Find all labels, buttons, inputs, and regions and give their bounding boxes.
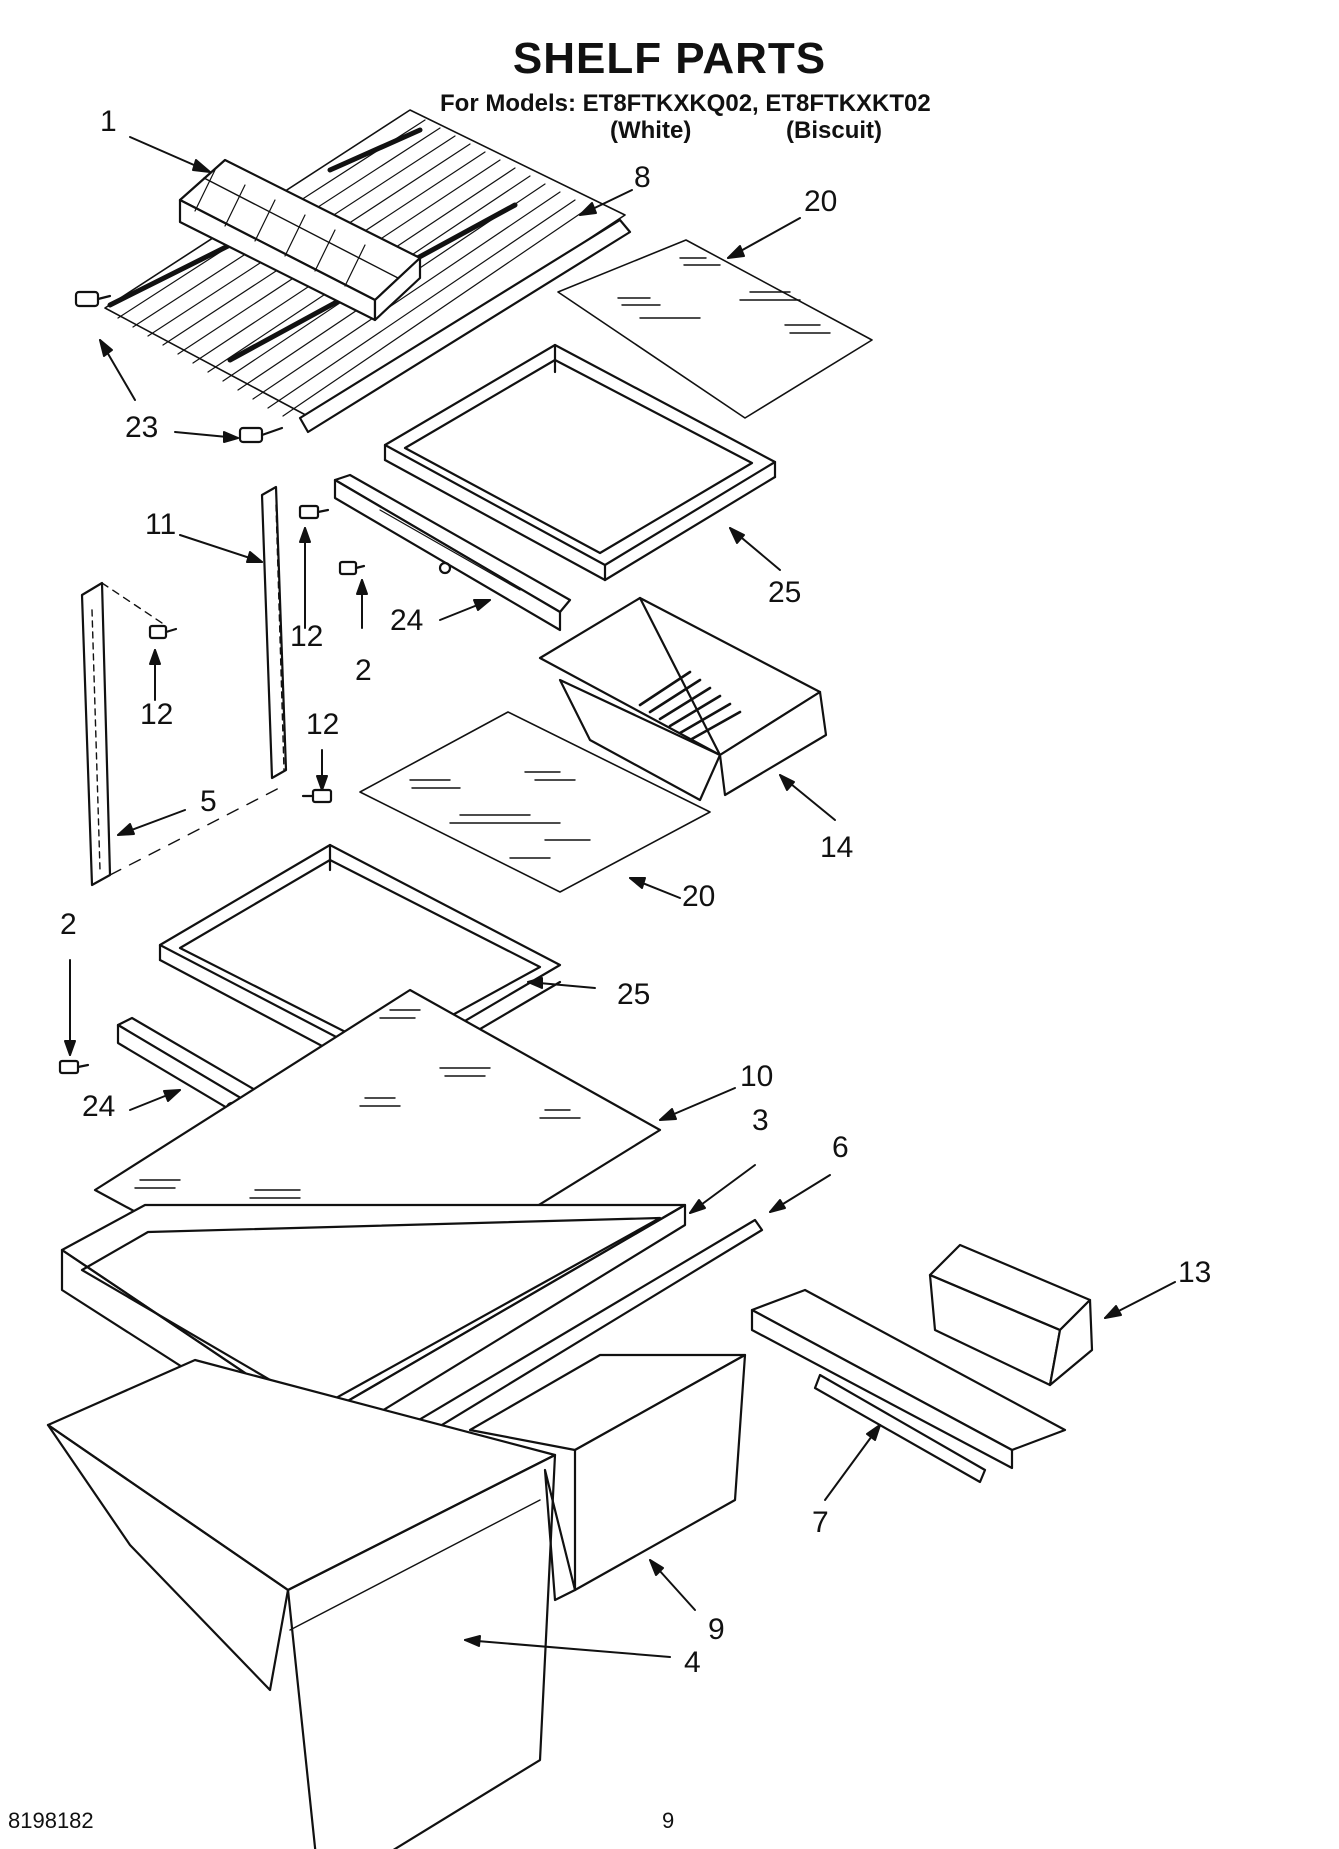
variant-biscuit: (Biscuit) [786,117,882,144]
callout-2-b: 2 [60,908,77,941]
glass-highlights-middle [409,771,591,859]
callout-9: 9 [708,1613,725,1646]
page-title: SHELF PARTS [512,34,827,83]
callout-8: 8 [634,161,651,194]
callout-12-b: 12 [140,698,174,731]
document-number: 8198182 [8,1808,94,1833]
callout-10: 10 [740,1060,774,1093]
page-number: 9 [662,1808,675,1833]
crisper-drawer-left [46,1358,557,1849]
callout-25-upper: 25 [768,576,802,609]
callout-6: 6 [832,1131,849,1164]
shelf-ladder-rails [80,485,288,887]
callout-5: 5 [200,785,217,818]
shelf-rail-upper [333,473,572,632]
variant-white: (White) [610,117,692,144]
leader-arrows [64,136,1176,1658]
screws [58,504,366,1075]
callout-4: 4 [684,1646,701,1679]
callout-25-lower: 25 [617,978,651,1011]
callout-11: 11 [145,508,177,541]
glass-shelf-upper [557,239,873,419]
ice-cube-tray [178,158,422,322]
callout-23: 23 [125,411,159,444]
models-line: For Models: ET8FTKXKQ02, ET8FTKXKT02 [440,90,931,117]
meat-drawer [538,596,828,802]
callout-2-a: 2 [355,654,372,687]
shelf-frame-upper [383,343,777,582]
callout-20-middle: 20 [682,880,716,913]
glass-highlights-upper [617,257,831,334]
crisper-drawer-right [468,1353,747,1602]
callout-12-c: 12 [306,708,340,741]
callout-13: 13 [1178,1256,1212,1289]
callout-3: 3 [752,1104,769,1137]
callout-1: 1 [100,105,117,138]
glass-shelf-middle [359,711,711,893]
callout-24-lower: 24 [82,1090,116,1123]
callout-14: 14 [820,831,854,864]
crisper-bracket [750,1288,1067,1484]
dairy-bin [928,1243,1094,1387]
callout-24-upper: 24 [390,604,424,637]
shelf-support-plugs [74,290,284,444]
callout-7: 7 [812,1506,829,1539]
callout-20-upper: 20 [804,185,838,218]
callout-12-a: 12 [290,620,324,653]
